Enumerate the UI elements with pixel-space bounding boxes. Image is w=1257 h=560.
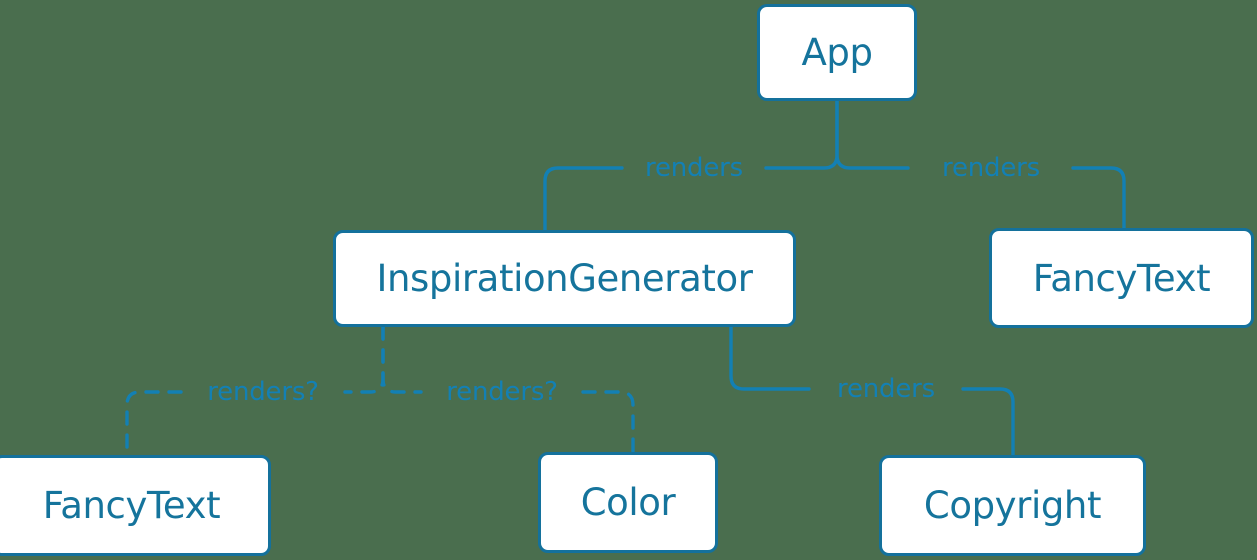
node-app-label: App (801, 31, 873, 74)
node-fancytext-right[interactable]: FancyText (989, 228, 1254, 328)
node-copyright-label: Copyright (923, 484, 1102, 527)
edge-app-to-inspiration-generator (764, 99, 839, 170)
node-fancytext-bottom[interactable]: FancyText (0, 455, 271, 556)
node-inspiration-generator-label: InspirationGenerator (376, 257, 753, 300)
edge-app-to-inspiration-generator-tail (543, 166, 624, 232)
node-copyright[interactable]: Copyright (879, 455, 1146, 556)
node-fancytext-right-label: FancyText (1032, 256, 1211, 300)
edge-inspiration-generator-to-copyright-tail (961, 387, 1015, 457)
edge-inspiration-generator-to-color (381, 325, 423, 394)
edge-inspiration-generator-to-fancytext-bottom (343, 325, 385, 394)
edge-label-app-to-inspiration-generator: renders (645, 153, 743, 183)
edge-label-inspiration-generator-to-copyright: renders (837, 374, 935, 404)
edge-app-to-fancytext-right (835, 99, 910, 170)
node-color[interactable]: Color (538, 452, 718, 553)
edge-inspiration-generator-to-fancytext-bottom-tail (125, 390, 183, 457)
node-app[interactable]: App (757, 4, 917, 101)
node-color-label: Color (580, 481, 676, 524)
node-fancytext-bottom-label: FancyText (42, 484, 221, 527)
edge-label-inspiration-generator-to-color: renders? (446, 377, 558, 407)
edge-inspiration-generator-to-color-tail (581, 390, 635, 454)
edge-label-inspiration-generator-to-fancytext-bottom: renders? (207, 377, 319, 407)
node-inspiration-generator[interactable]: InspirationGenerator (333, 230, 796, 327)
edge-label-app-to-fancytext-right: renders (942, 153, 1040, 183)
edge-inspiration-generator-to-copyright (729, 325, 811, 391)
edge-app-to-fancytext-right-tail (1071, 166, 1126, 230)
